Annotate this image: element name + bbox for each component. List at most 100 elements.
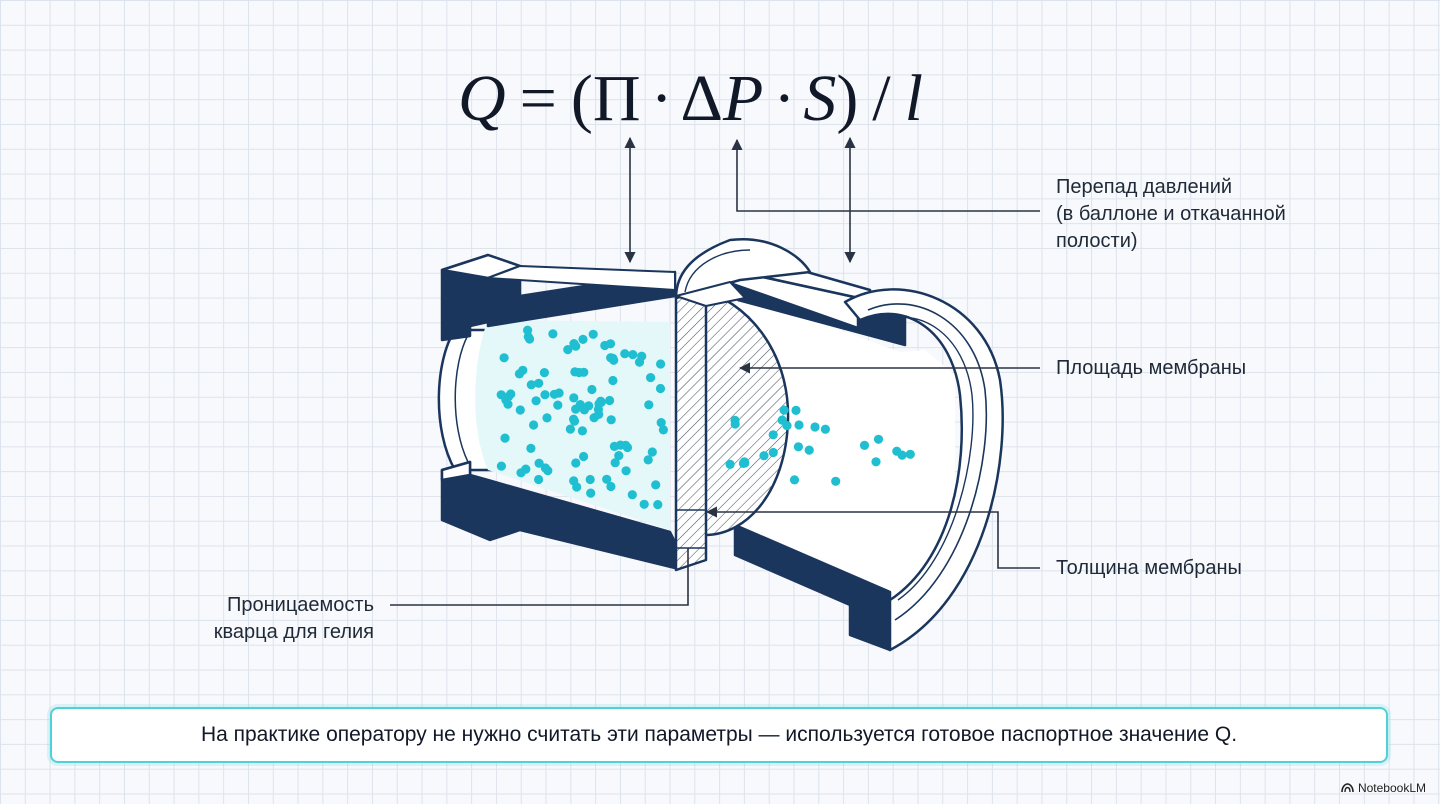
helium-particle [871, 457, 881, 467]
helium-particle [639, 499, 649, 509]
formula-close-paren: ) [836, 62, 858, 135]
leader-lines [390, 136, 1040, 606]
formula-open-paren: ( [571, 62, 593, 135]
label-membrane-thickness: Толщина мембраны [1056, 557, 1242, 579]
helium-particle [571, 458, 581, 468]
note-callout: На практике оператору не нужно считать э… [50, 707, 1388, 763]
formula-dot-1: · [651, 62, 673, 135]
helium-particle [548, 329, 558, 339]
helium-particle [579, 451, 589, 462]
helium-particle [534, 458, 544, 468]
helium-particle [588, 329, 598, 339]
helium-particle [569, 414, 579, 424]
helium-particle [496, 461, 506, 471]
helium-particle [730, 419, 740, 429]
helium-particle [526, 380, 536, 390]
helium-particle [725, 459, 735, 469]
helium-particle [804, 445, 814, 455]
note-text: На практике оператору не нужно считать э… [200, 723, 1238, 746]
helium-particle [810, 422, 820, 432]
helium-particle [794, 420, 804, 430]
helium-particle [572, 482, 582, 492]
label-permeability-line-1: Проницаемость [227, 594, 374, 616]
helium-particle [653, 500, 663, 510]
helium-particle [905, 449, 915, 459]
formula-p: P [722, 62, 763, 135]
helium-particle [540, 463, 551, 473]
helium-particle [577, 426, 588, 436]
brand-watermark: NotebookLM [1341, 781, 1426, 795]
helium-particle [529, 420, 539, 430]
helium-particle [526, 443, 536, 453]
helium-particle [655, 383, 666, 394]
formula-slash: / [872, 62, 891, 135]
helium-particle [587, 384, 597, 395]
formula-s: S [803, 62, 836, 135]
helium-particle [501, 395, 511, 405]
helium-particle [789, 475, 800, 485]
helium-particle [768, 447, 778, 458]
helium-particle [605, 395, 615, 406]
label-pressure-drop-line-1: Перепад давлений [1056, 176, 1233, 198]
helium-particle [651, 480, 661, 490]
helium-particle [634, 357, 645, 367]
helium-particle [500, 433, 510, 443]
thickness-leader [705, 506, 1040, 569]
helium-particle [759, 451, 769, 461]
helium-particle [585, 474, 595, 485]
label-membrane-area: Площадь мембраны [1056, 357, 1247, 379]
helium-particle [518, 365, 528, 375]
helium-particle [615, 440, 626, 450]
helium-particle [569, 393, 579, 403]
brand-text: NotebookLM [1357, 781, 1426, 795]
helium-particle [768, 430, 778, 440]
helium-particle [646, 373, 656, 383]
label-permeability-line-2: кварца для гелия [213, 621, 374, 643]
helium-particle [534, 378, 544, 388]
membrane [674, 237, 812, 572]
helium-particle [627, 490, 637, 500]
helium-particle [793, 442, 804, 452]
helium-particle [777, 415, 787, 425]
helium-particle [523, 325, 533, 335]
helium-particle [565, 424, 576, 434]
helium-particle [569, 339, 579, 349]
helium-particle [549, 389, 560, 399]
helium-particle [516, 468, 526, 478]
helium-particle [608, 375, 618, 386]
delta-p-leader [731, 138, 1040, 212]
formula: Q=(Π·ΔP·S)/l [458, 62, 923, 135]
label-pressure-drop-line-3: полости) [1056, 230, 1138, 252]
helium-particles [496, 325, 915, 510]
helium-particle [739, 457, 750, 467]
helium-particle [897, 450, 907, 460]
helium-particle [600, 340, 610, 351]
formula-text: Q=(Π·ΔP·S)/l [458, 62, 923, 135]
helium-particle [542, 413, 552, 423]
helium-particle [594, 409, 604, 419]
formula-dot-2: · [773, 62, 795, 135]
helium-particle [779, 405, 789, 415]
helium-particle [647, 447, 657, 457]
permeability-leader [390, 548, 689, 606]
helium-particle [609, 355, 619, 365]
helium-particle [820, 424, 831, 434]
helium-particle [539, 368, 550, 378]
helium-particle [621, 466, 631, 476]
helium-particle [628, 350, 638, 360]
helium-particle [578, 334, 588, 344]
helium-particle [643, 455, 653, 465]
helium-particle [873, 434, 884, 444]
notebooklm-logo-icon [1341, 783, 1354, 793]
helium-particle [574, 367, 584, 378]
helium-particle [614, 451, 624, 461]
formula-equals: = [520, 62, 557, 135]
right-tube-section [728, 268, 1004, 652]
helium-particle [579, 405, 590, 415]
helium-particle [602, 474, 612, 484]
formula-delta: Δ [681, 62, 723, 135]
formula-l: l [905, 62, 923, 135]
helium-particle [586, 488, 596, 498]
left-tube-section [437, 253, 680, 570]
